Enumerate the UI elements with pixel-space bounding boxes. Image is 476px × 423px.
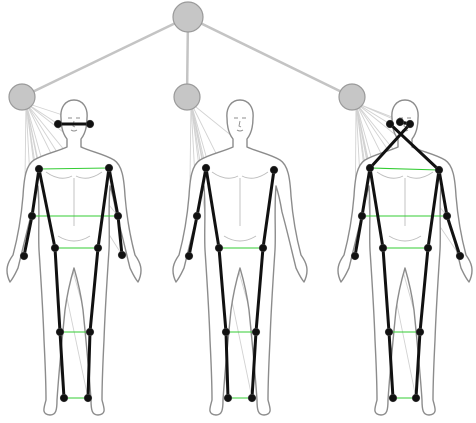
- joint-sr: [434, 165, 444, 175]
- joint-hm: [395, 117, 405, 127]
- bone-sr-er: [437, 168, 449, 218]
- torso-hints-middle: [211, 171, 269, 242]
- joint-al: [388, 393, 398, 403]
- bone-pr-kr: [88, 246, 100, 334]
- torso-hints-left: [45, 171, 103, 242]
- face-features: [68, 117, 80, 132]
- joint-pl: [50, 243, 60, 253]
- bone-el-wl: [187, 214, 199, 258]
- joint-el: [27, 211, 37, 221]
- joints-left: [19, 119, 127, 403]
- bone-hr-sl: [368, 122, 412, 170]
- torso-hints-right: [376, 171, 434, 242]
- bone-er-wr: [445, 214, 462, 258]
- joint-kl: [221, 327, 231, 337]
- tree-edge-right: [187, 15, 353, 99]
- face-features: [399, 117, 411, 132]
- bone-er-wr: [116, 214, 124, 257]
- joint-hl: [385, 119, 395, 129]
- face-middle: [234, 117, 246, 132]
- bone-kr-ar: [86, 330, 92, 400]
- joint-kr: [415, 327, 425, 337]
- joint-el: [357, 211, 367, 221]
- bone-pl-kl: [53, 246, 62, 334]
- joint-pl: [378, 243, 388, 253]
- bone-pl-kl: [381, 246, 391, 334]
- joint-al: [223, 393, 233, 403]
- joint-pr: [93, 243, 103, 253]
- bone-pr-kr: [254, 246, 265, 334]
- bone-hl-sr: [388, 122, 441, 172]
- joint-pr: [258, 243, 268, 253]
- joint-wl: [19, 251, 29, 261]
- tree-edge-left: [21, 15, 189, 99]
- bone-sr-er: [107, 166, 120, 218]
- bone-sl-pl: [37, 167, 57, 250]
- joint-sl: [201, 163, 211, 173]
- figure-middle: [172, 99, 308, 416]
- face-right: [399, 117, 411, 132]
- figure-left: [6, 99, 142, 416]
- joint-sr: [104, 163, 114, 173]
- joint-wl: [350, 251, 360, 261]
- symmetry-line-sl-sr: [38, 167, 110, 170]
- tree-node-middle: [173, 83, 201, 111]
- symmetry-line-sl-sr: [369, 167, 440, 171]
- bone-sl-pl: [204, 166, 221, 250]
- skeleton-right: [353, 120, 462, 400]
- joint-kl: [55, 327, 65, 337]
- joint-sl: [365, 163, 375, 173]
- bone-sr-pr: [426, 168, 441, 250]
- bone-kl-al: [387, 330, 395, 400]
- joint-hl: [53, 119, 63, 129]
- skeleton-left: [22, 122, 124, 400]
- joint-kr: [251, 327, 261, 337]
- tree-nodes: [8, 1, 366, 111]
- tree-node-right: [338, 83, 366, 111]
- bone-el-wl: [22, 214, 34, 258]
- bone-sl-el: [195, 166, 208, 218]
- joint-pl: [214, 243, 224, 253]
- joint-sr: [269, 165, 279, 175]
- bone-kl-al: [224, 330, 230, 400]
- figures-layer: [6, 99, 473, 416]
- joints-right: [350, 117, 465, 403]
- bone-sr-pr: [261, 168, 276, 250]
- bone-sl-el: [360, 166, 372, 218]
- skeleton-middle: [187, 166, 276, 400]
- joint-pr: [423, 243, 433, 253]
- bone-pr-kr: [418, 246, 430, 334]
- joint-er: [113, 211, 123, 221]
- joint-kr: [85, 327, 95, 337]
- joint-ar: [411, 393, 421, 403]
- joint-ar: [83, 393, 93, 403]
- face-left: [68, 117, 80, 132]
- joint-el: [192, 211, 202, 221]
- face-features: [234, 117, 246, 132]
- joint-hr: [85, 119, 95, 129]
- joint-sl: [34, 164, 44, 174]
- bone-pl-kl: [217, 246, 228, 334]
- bone-el-wl: [353, 214, 364, 258]
- tree-node-left: [8, 83, 36, 111]
- joint-kl: [384, 327, 394, 337]
- bone-sr-pr: [96, 166, 111, 250]
- joint-er: [442, 211, 452, 221]
- bone-sl-el: [30, 167, 41, 218]
- joint-wl: [184, 251, 194, 261]
- bone-kl-al: [58, 330, 66, 400]
- joint-wr: [455, 251, 465, 261]
- figure-right: [337, 99, 473, 416]
- joint-ar: [247, 393, 257, 403]
- bone-sl-pl: [368, 166, 385, 250]
- joint-wr: [117, 250, 127, 260]
- joint-hr: [405, 119, 415, 129]
- joints-middle: [184, 163, 279, 403]
- joint-al: [59, 393, 69, 403]
- bone-kr-ar: [250, 330, 258, 400]
- tree-root-node: [172, 1, 204, 33]
- bone-kr-ar: [414, 330, 422, 400]
